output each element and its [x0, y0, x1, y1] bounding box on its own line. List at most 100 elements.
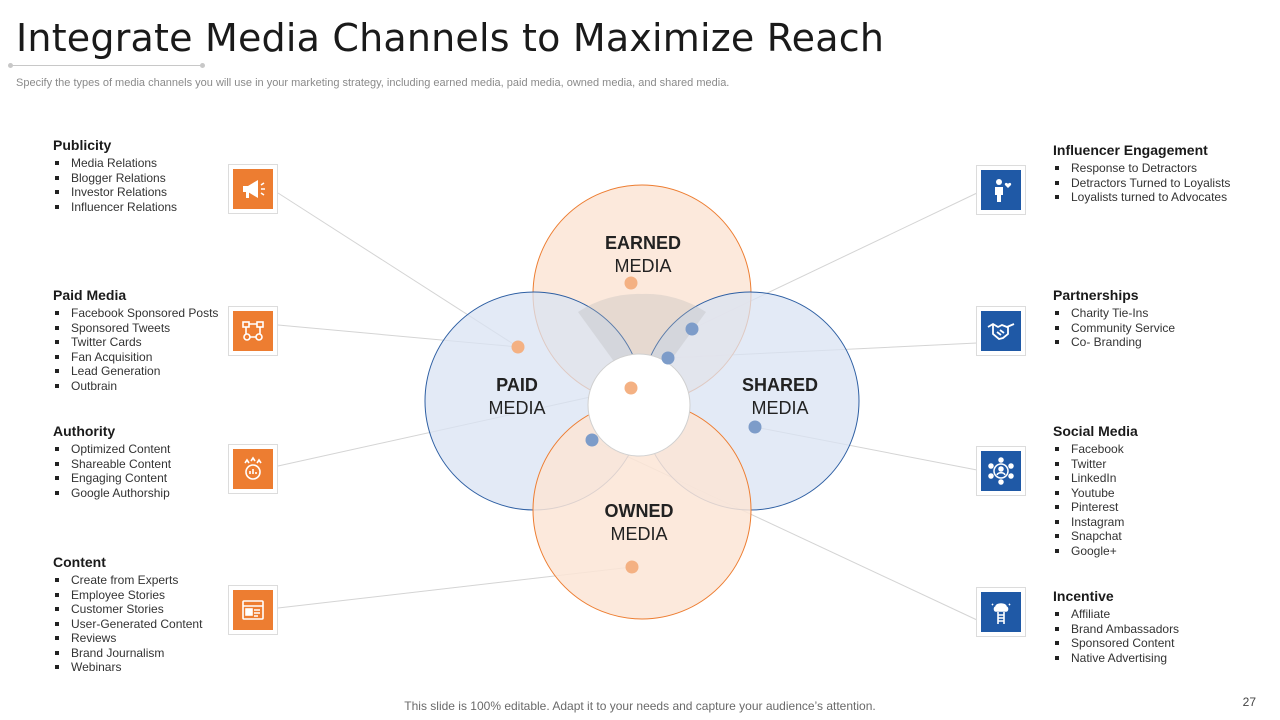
paid-media-block: Paid Media Facebook Sponsored Posts Spon… [53, 287, 218, 393]
growth-head-icon [233, 449, 273, 489]
handshake-icon-box [976, 306, 1026, 356]
person-heart-icon [981, 170, 1021, 210]
block-title: Social Media [1053, 423, 1138, 439]
list-item: Webinars [53, 660, 202, 675]
block-title: Authority [53, 423, 116, 439]
underline-dot-right [200, 63, 205, 68]
earned-label-normal: MEDIA [614, 256, 672, 276]
publicity-list: Media Relations Blogger Relations Invest… [53, 156, 177, 214]
owned-label-bold: OWNED [604, 501, 674, 521]
shared-label-normal: MEDIA [751, 398, 809, 418]
influencer-engagement-block: Influencer Engagement Response to Detrac… [1053, 142, 1230, 205]
incentive-list: Affiliate Brand Ambassadors Sponsored Co… [1053, 607, 1179, 665]
list-item: Investor Relations [53, 185, 177, 200]
paid-media-list: Facebook Sponsored Posts Sponsored Tweet… [53, 306, 218, 393]
list-item: Google+ [1053, 544, 1138, 559]
person-heart-icon-box [976, 165, 1026, 215]
paid-label-normal: MEDIA [488, 398, 546, 418]
list-item: Create from Experts [53, 573, 202, 588]
footer-note: This slide is 100% editable. Adapt it to… [404, 699, 876, 713]
content-block: Content Create from Experts Employee Sto… [53, 554, 202, 675]
list-item: Pinterest [1053, 500, 1138, 515]
earned-label-bold: EARNED [604, 233, 681, 253]
list-item: Brand Journalism [53, 646, 202, 661]
list-item: Charity Tie-Ins [1053, 306, 1175, 321]
list-item: Instagram [1053, 515, 1138, 530]
list-item: LinkedIn [1053, 471, 1138, 486]
dot-earned [624, 276, 638, 290]
owned-label-normal: MEDIA [610, 524, 668, 544]
block-title: Incentive [1053, 588, 1114, 604]
dot-owned [625, 560, 639, 574]
list-item: Shareable Content [53, 457, 171, 472]
list-item: Reviews [53, 631, 202, 646]
partnerships-list: Charity Tie-Ins Community Service Co- Br… [1053, 306, 1175, 350]
dot-partnerships [661, 351, 675, 365]
block-title: Publicity [53, 137, 112, 153]
list-item: Facebook [1053, 442, 1138, 457]
list-item: User-Generated Content [53, 617, 202, 632]
block-title: Partnerships [1053, 287, 1139, 303]
content-list: Create from Experts Employee Stories Cus… [53, 573, 202, 675]
megaphone-icon-box [228, 164, 278, 214]
list-item: Sponsored Content [1053, 636, 1179, 651]
list-item: Google Authorship [53, 486, 171, 501]
list-item: Detractors Turned to Loyalists [1053, 176, 1230, 191]
list-item: Brand Ambassadors [1053, 622, 1179, 637]
dot-center [624, 381, 638, 395]
list-item: Optimized Content [53, 442, 171, 457]
slide-title: Integrate Media Channels to Maximize Rea… [16, 16, 885, 60]
dot-social [748, 420, 762, 434]
web-page-icon-box [228, 585, 278, 635]
center-circle [587, 353, 691, 457]
influencer-list: Response to Detractors Detractors Turned… [1053, 161, 1230, 205]
shared-label-bold: SHARED [741, 375, 818, 395]
list-item: Twitter Cards [53, 335, 218, 350]
list-item: Native Advertising [1053, 651, 1179, 666]
list-item: Fan Acquisition [53, 350, 218, 365]
dot-incentive [585, 433, 599, 447]
paid-media-label: PAID MEDIA [457, 374, 577, 420]
workflow-icon-box [228, 306, 278, 356]
list-item: Engaging Content [53, 471, 171, 486]
block-title: Influencer Engagement [1053, 142, 1208, 158]
list-item: Sponsored Tweets [53, 321, 218, 336]
dot-paid [511, 340, 525, 354]
page-number: 27 [1242, 695, 1256, 709]
owned-media-label: OWNED MEDIA [579, 500, 699, 546]
social-network-icon-box [976, 446, 1026, 496]
social-media-list: Facebook Twitter LinkedIn Youtube Pinter… [1053, 442, 1138, 558]
list-item: Community Service [1053, 321, 1175, 336]
list-item: Employee Stories [53, 588, 202, 603]
earned-media-label: EARNED MEDIA [583, 232, 703, 278]
list-item: Lead Generation [53, 364, 218, 379]
incentive-block: Incentive Affiliate Brand Ambassadors Sp… [1053, 588, 1179, 665]
list-item: Facebook Sponsored Posts [53, 306, 218, 321]
list-item: Youtube [1053, 486, 1138, 501]
web-page-icon [233, 590, 273, 630]
list-item: Media Relations [53, 156, 177, 171]
list-item: Affiliate [1053, 607, 1179, 622]
list-item: Co- Branding [1053, 335, 1175, 350]
list-item: Loyalists turned to Advocates [1053, 190, 1230, 205]
list-item: Twitter [1053, 457, 1138, 472]
list-item: Influencer Relations [53, 200, 177, 215]
handshake-icon [981, 311, 1021, 351]
megaphone-icon [233, 169, 273, 209]
brain-ladder-icon [981, 592, 1021, 632]
partnerships-block: Partnerships Charity Tie-Ins Community S… [1053, 287, 1175, 350]
list-item: Customer Stories [53, 602, 202, 617]
block-title: Content [53, 554, 106, 570]
list-item: Blogger Relations [53, 171, 177, 186]
list-item: Outbrain [53, 379, 218, 394]
authority-block: Authority Optimized Content Shareable Co… [53, 423, 171, 500]
dot-influencer [685, 322, 699, 336]
social-media-block: Social Media Facebook Twitter LinkedIn Y… [1053, 423, 1138, 558]
publicity-block: Publicity Media Relations Blogger Relati… [53, 137, 177, 214]
workflow-icon [233, 311, 273, 351]
underline-dot-left [8, 63, 13, 68]
authority-list: Optimized Content Shareable Content Enga… [53, 442, 171, 500]
social-network-icon [981, 451, 1021, 491]
paid-label-bold: PAID [496, 375, 538, 395]
